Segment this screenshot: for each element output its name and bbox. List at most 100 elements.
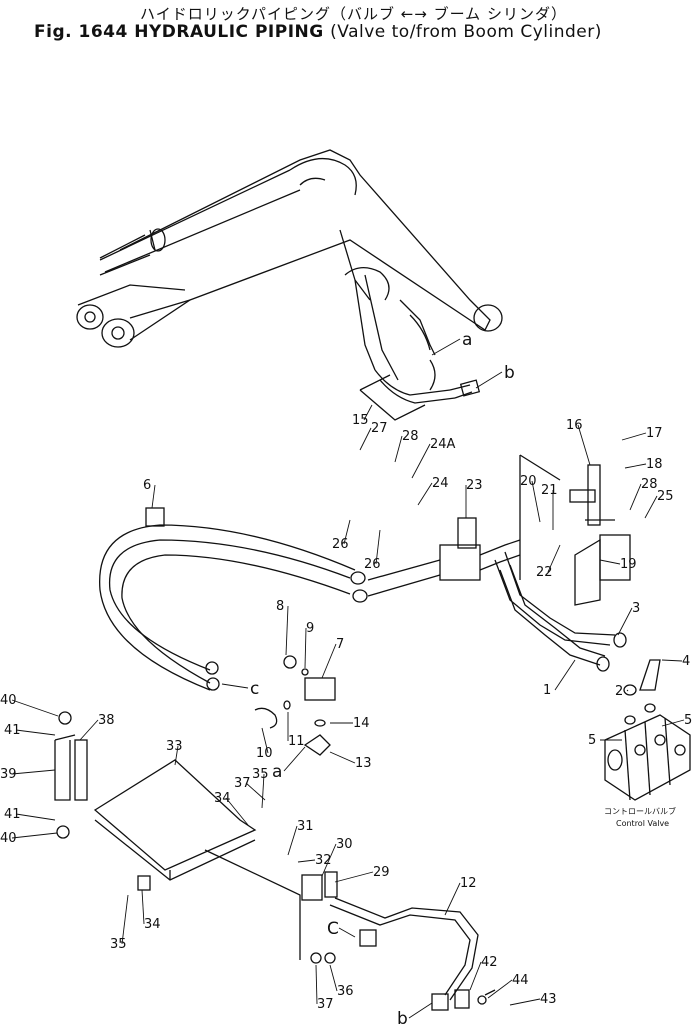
leader-line-44	[79, 719, 99, 741]
figure-title-main: Fig. 1644 HYDRAULIC PIPING	[34, 22, 324, 42]
figure-title-subtitle: (Valve to/from Boom Cylinder)	[330, 22, 602, 42]
part-label-22-22: 22	[536, 565, 553, 580]
part-label-26-28: 26	[364, 557, 381, 572]
leader-line-7	[321, 643, 337, 679]
reference-label-C-5: C	[327, 919, 339, 939]
leader-line-22	[547, 544, 561, 573]
bracket-assembly	[519, 454, 631, 606]
leader-line-12	[444, 882, 461, 916]
part-label-13-13: 13	[355, 756, 372, 771]
leader-line-29	[359, 427, 372, 451]
part-label-35-39: 35	[252, 767, 269, 782]
reference-leader-0	[431, 338, 461, 356]
leader-line-9	[304, 627, 307, 669]
figure-title-japanese: ハイドロリックパイピング（バルブ ←→ ブーム シリンダ）	[140, 5, 567, 23]
leader-line-38	[141, 889, 145, 925]
leader-line-40	[121, 894, 129, 945]
leader-line-50	[469, 961, 482, 991]
leader-line-32	[334, 871, 374, 883]
reference-label-a-0: a	[462, 330, 472, 350]
leader-line-30	[394, 435, 403, 463]
part-label-41-49: 41	[4, 807, 21, 822]
leader-line-35	[297, 859, 316, 863]
part-label-14-14: 14	[353, 716, 370, 731]
leader-line-4	[661, 719, 685, 727]
fitting-assembly	[254, 655, 336, 756]
leader-line-18	[624, 463, 647, 469]
leader-line-15	[363, 404, 373, 421]
part-label-5-4: 5	[684, 713, 692, 728]
part-label-24a-25: 24A	[430, 437, 456, 452]
part-label-37-42: 37	[234, 776, 251, 791]
part-label-21-21: 21	[541, 483, 558, 498]
part-label-9-9: 9	[306, 621, 314, 636]
part-label-17-17: 17	[646, 426, 663, 441]
leader-line-24	[417, 482, 433, 506]
leader-line-19	[599, 559, 621, 565]
part-label-35-40: 35	[110, 937, 127, 952]
leader-line-37	[225, 797, 249, 826]
part-label-26-27: 26	[332, 537, 349, 552]
leader-line-48	[15, 729, 56, 736]
part-label-12-12: 12	[460, 876, 477, 891]
part-label-43-51: 43	[540, 992, 557, 1007]
leader-line-49	[15, 813, 56, 821]
part-label-27-29: 27	[371, 421, 388, 436]
part-label-39-45: 39	[0, 767, 17, 782]
part-label-34-38: 34	[144, 917, 161, 932]
reference-leader-5	[338, 927, 356, 938]
leader-line-41	[329, 964, 338, 992]
reference-label-c-4: c	[250, 679, 259, 699]
reference-leader-2	[475, 371, 503, 389]
pipe-assembly	[367, 517, 627, 672]
part-label-20-20: 20	[520, 474, 537, 489]
reference-label-b-2: b	[504, 363, 515, 383]
part-label-24-24: 24	[432, 476, 449, 491]
part-label-19-19: 19	[620, 557, 637, 572]
part-label-29-32: 29	[373, 865, 390, 880]
part-label-33-36: 33	[166, 739, 183, 754]
part-label-5-5: 5	[588, 733, 596, 748]
leader-line-2	[617, 607, 633, 636]
part-label-6-6: 6	[143, 478, 151, 493]
leader-line-43	[315, 964, 318, 1005]
control-valve: コントロールバルブ Control Valve	[604, 659, 691, 828]
reference-leader-1	[283, 746, 306, 772]
part-label-15-15: 15	[352, 413, 369, 428]
leader-line-31	[629, 483, 642, 511]
part-label-36-41: 36	[337, 984, 354, 999]
part-label-10-10: 10	[256, 746, 273, 761]
part-label-31-34: 31	[297, 819, 314, 834]
leader-line-33	[321, 843, 337, 877]
control-valve-label: Control Valve	[616, 819, 669, 828]
part-label-37-43: 37	[317, 997, 334, 1012]
part-label-1-0: 1	[543, 683, 551, 698]
part-label-42-50: 42	[481, 955, 498, 970]
part-label-38-44: 38	[98, 713, 115, 728]
part-label-18-18: 18	[646, 457, 663, 472]
reference-leader-3	[408, 1002, 433, 1019]
leader-line-17	[621, 432, 647, 441]
part-label-32-35: 32	[315, 853, 332, 868]
part-label-28-31: 28	[641, 477, 658, 492]
part-label-16-16: 16	[566, 418, 583, 433]
part-label-7-7: 7	[336, 637, 344, 652]
leader-line-0	[554, 659, 576, 691]
leader-line-25	[411, 443, 431, 479]
leader-line-27	[343, 519, 351, 545]
boom-assembly	[76, 149, 503, 421]
part-label-40-46: 40	[0, 693, 17, 708]
leader-line-45	[11, 769, 56, 775]
leader-line-51	[509, 998, 541, 1006]
leader-line-46	[11, 699, 59, 717]
control-valve-label-japanese: コントロールバルブ	[604, 806, 676, 816]
leader-line-6	[151, 484, 156, 509]
leader-line-26	[644, 495, 658, 519]
reference-leader-4	[221, 683, 249, 689]
figure-title: Fig. 1644 HYDRAULIC PIPING (Valve to/fro…	[34, 22, 602, 42]
reference-label-a-1: a	[272, 762, 282, 782]
leader-line-34	[287, 825, 298, 856]
part-label-8-8: 8	[276, 599, 284, 614]
leader-line-36	[174, 745, 179, 766]
